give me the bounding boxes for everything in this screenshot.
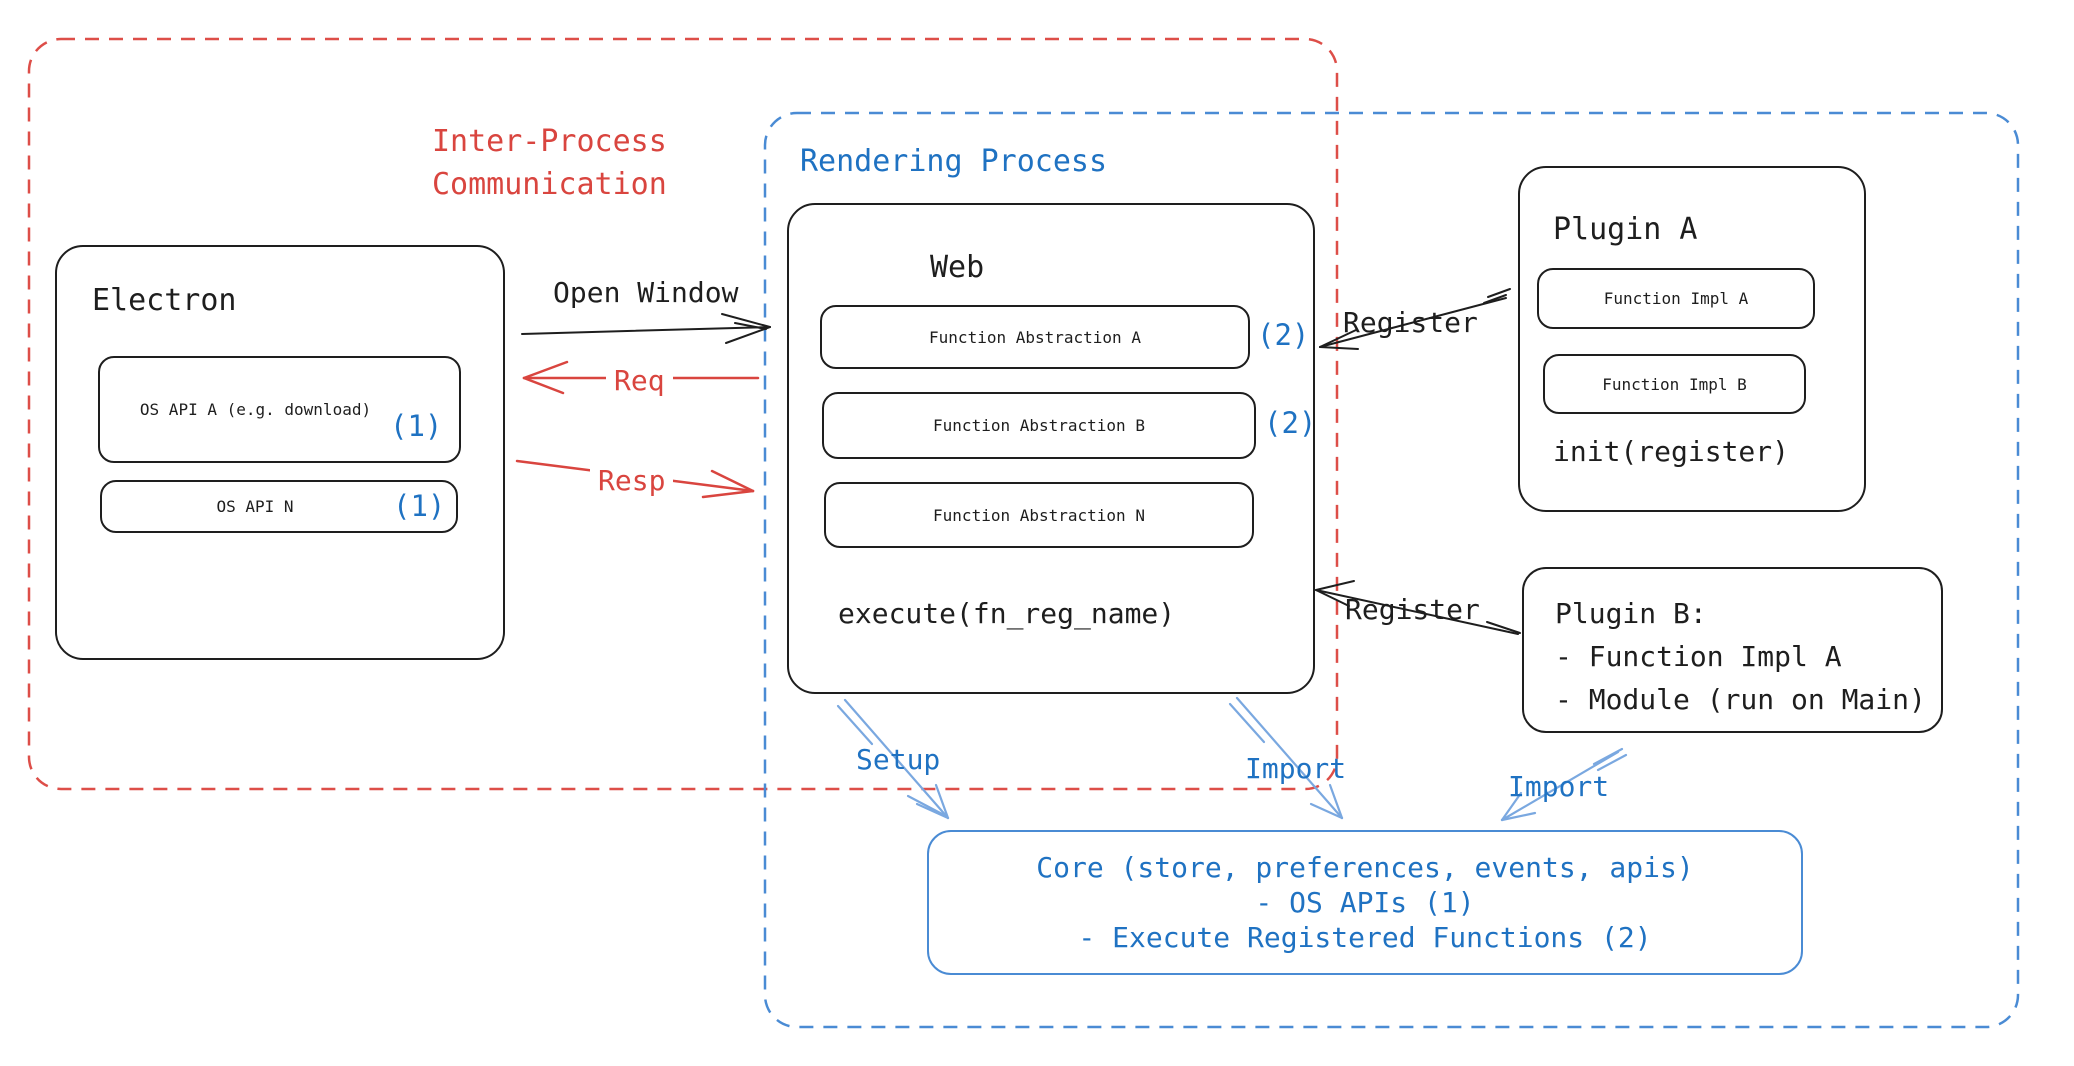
plugin-b-item-1: - Function Impl A	[1555, 640, 1842, 673]
plugin-a-title: Plugin A	[1553, 212, 1698, 247]
fn-abstraction-a-label: Function Abstraction A	[929, 327, 1141, 347]
core-line-3: - Execute Registered Functions (2)	[1078, 921, 1652, 954]
fn-impl-a-node: Function Impl A	[1537, 268, 1815, 329]
fn-abstraction-a-badge: (2)	[1257, 318, 1310, 352]
rendering-group-label: Rendering Process	[800, 144, 1108, 179]
resp-label: Resp	[590, 463, 674, 499]
setup-label: Setup	[856, 743, 941, 776]
os-api-n-badge: (1)	[393, 489, 446, 523]
fn-abstraction-n-node: Function Abstraction N	[824, 482, 1254, 548]
core-line-1: Core (store, preferences, events, apis)	[1036, 851, 1694, 884]
fn-abstraction-b-node: Function Abstraction B	[822, 392, 1256, 459]
req-label: Req	[606, 363, 673, 399]
fn-impl-b-node: Function Impl B	[1543, 354, 1806, 414]
fn-impl-a-label: Function Impl A	[1603, 289, 1749, 308]
register-bottom-label: Register	[1345, 593, 1480, 626]
plugin-b-title: Plugin B:	[1555, 597, 1707, 630]
fn-abstraction-b-badge: (2)	[1264, 406, 1317, 440]
plugin-b-item-2: - Module (run on Main)	[1555, 683, 1926, 716]
fn-abstraction-a-node: Function Abstraction A	[820, 305, 1250, 369]
fn-abstraction-n-label: Function Abstraction N	[933, 505, 1145, 525]
register-top-label: Register	[1343, 306, 1478, 339]
init-register-label: init(register)	[1553, 435, 1790, 468]
fn-impl-b-label: Function Impl B	[1602, 374, 1747, 394]
execute-label: execute(fn_reg_name)	[838, 597, 1176, 630]
os-api-a-badge: (1)	[390, 409, 443, 443]
import-web-label: Import	[1245, 752, 1347, 785]
open-window-arrow	[521, 313, 771, 344]
open-window-label: Open Window	[553, 276, 739, 309]
core-line-2: - OS APIs (1)	[1255, 886, 1475, 919]
electron-title: Electron	[92, 283, 237, 318]
os-api-a-label: OS API A (e.g. download)	[139, 400, 372, 419]
os-api-n-label: OS API N	[216, 497, 294, 516]
fn-abstraction-b-label: Function Abstraction B	[933, 416, 1145, 435]
import-pluginb-label: Import	[1508, 770, 1610, 803]
core-node: Core (store, preferences, events, apis) …	[927, 830, 1803, 975]
ipc-group-label: Inter-Process Communication	[432, 124, 667, 202]
web-title: Web	[930, 250, 985, 285]
